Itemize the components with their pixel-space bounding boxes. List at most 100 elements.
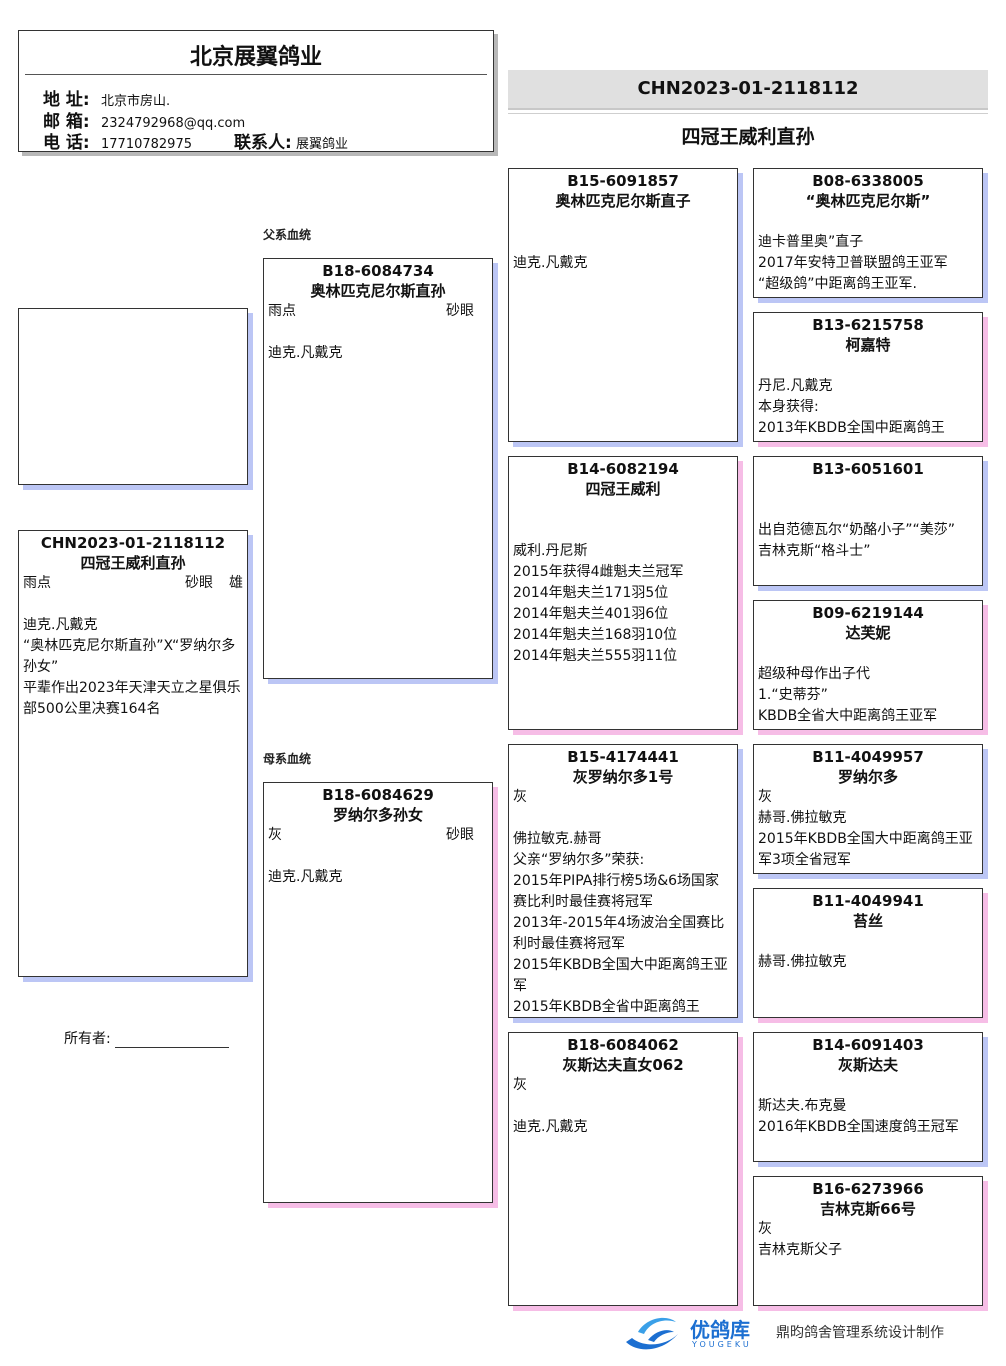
sire-note: 迪克.凡戴克 [268,345,343,361]
address-label: 地 址: [43,90,90,110]
sds-ring: B13-6051601 [812,460,924,478]
ds-note: 2013年-2015年4场波治全国赛比利时最佳赛将冠军 [513,915,725,952]
sd-note: 2014年魁夫兰555羽11位 [513,648,678,664]
subject-note: 平辈作出2023年天津天立之星俱乐部500公里决赛164名 [23,680,241,717]
sire-color: 雨点 [268,303,296,319]
sire-name: 奥林匹克尼尔斯直孙 [310,282,446,300]
sd-name: 四冠王威利 [585,480,661,498]
subject-card: CHN2023-01-2118112 四冠王威利直孙 雨点 砂眼 雄 迪克.凡戴… [18,530,248,977]
subject-sex: 雄 [229,575,243,591]
dam-color: 灰 [268,827,282,843]
address-value: 北京市房山. [101,94,171,109]
ds-note: 2015年PIPA排行榜5场&6场国家赛比利时最佳赛将冠军 [513,873,720,910]
brand-name-en: YOUGEKU [692,1340,752,1349]
company-header: 北京展翼鸽业 地 址:北京市房山. 邮 箱:2324792968@qq.com … [18,30,494,153]
ss-name: 奥林匹克尼尔斯直子 [555,192,691,210]
sss-note: 2017年安特卫普联盟鸽王亚军 [758,255,948,271]
sd-note: 威利.丹尼斯 [513,543,588,559]
dsd-name: 苔丝 [852,912,883,930]
banner-divider [508,113,988,114]
sds-note: 吉林克斯“格斗士” [758,543,871,559]
sdd-note: 1.“史蒂芬” [758,687,828,703]
dds-ring: B14-6091403 [812,1036,924,1054]
sds-note: 出自范德瓦尔“奶酪小子”“美莎” [758,522,956,538]
sd-ring: B14-6082194 [567,460,679,478]
dam-attrs: 灰 砂眼 [264,825,492,846]
owner-field: 所有者: [64,1028,229,1048]
sds-name [754,479,982,499]
sdd-note: 超级种母作出子代 [758,666,870,682]
dam-ring: B18-6084629 [322,786,434,804]
sire-card: B18-6084734 奥林匹克尼尔斯直孙 雨点 砂眼 迪克.凡戴克 [263,258,493,679]
sss-note: 迪卡普里奥”直子 [758,234,864,250]
dss-ring: B11-4049957 [812,748,924,766]
ddd-note: 吉林克斯父子 [758,1242,842,1258]
sire-ring: B18-6084734 [322,262,434,280]
ddd-ring: B16-6273966 [812,1180,924,1198]
subject-color: 雨点 [23,575,51,591]
footer: 优鸽库 YOUGEKU 鼎昀鸽舍管理系统设计制作 [620,1310,990,1358]
ds-note: 父亲“罗纳尔多”荣获: [513,852,645,868]
dd-ring: B18-6084062 [567,1036,679,1054]
ssd-note: 丹尼.凡戴克 [758,378,833,394]
ds-color: 灰 [513,789,527,805]
dsd-note: 赫哥.佛拉敏克 [758,954,847,970]
ssd-note: 2013年KBDB全国中距离鸽王 [758,420,945,436]
email-row: 邮 箱: 2324792968@qq.com [43,107,245,132]
owner-label: 所有者: [64,1031,111,1047]
sire-eye: 砂眼 [446,303,474,319]
ds-ring: B15-4174441 [567,748,679,766]
header-divider [25,74,487,75]
email-label: 邮 箱: [43,112,90,132]
sdd-note: KBDB全省大中距离鸽王亚军 [758,708,938,724]
dd-card: B18-6084062 灰斯达夫直女062 灰 迪克.凡戴克 [508,1032,738,1306]
contact-label: 联系人: [233,133,292,153]
pedigree-subtitle: 四冠王威利直孙 [681,126,815,148]
subject-note: “奥林匹克尼尔斯直孙”X“罗纳尔多孙女” [23,638,236,675]
dds-note: 2016年KBDB全国速度鸽王冠军 [758,1119,959,1135]
dss-note: 2015年KBDB全国大中距离鸽王亚军3项全省冠军 [758,831,973,868]
subject-notes: 迪克.凡戴克 “奥林匹克尼尔斯直孙”X“罗纳尔多孙女” 平辈作出2023年天津天… [19,615,247,720]
address-row: 地 址: 北京市房山. [43,85,170,110]
dam-card: B18-6084629 罗纳尔多孙女 灰 砂眼 迪克.凡戴克 [263,782,493,1203]
ds-name: 灰罗纳尔多1号 [572,768,674,786]
dam-name: 罗纳尔多孙女 [332,806,423,824]
ds-note: 2015年KBDB全省中距离鸽王 [513,999,700,1015]
dds-note: 斯达夫.布克曼 [758,1098,847,1114]
sd-note: 2015年获得4雌魁夫兰冠军 [513,564,684,580]
phone-value: 17710782975 [101,137,192,152]
ss-card: B15-6091857 奥林匹克尼尔斯直子 迪克.凡戴克 [508,168,738,442]
ddd-name: 吉林克斯66号 [820,1200,916,1218]
sd-note: 2014年魁夫兰401羽6位 [513,606,669,622]
subject-attrs: 雨点 砂眼 雄 [19,573,247,594]
sd-note: 2014年魁夫兰171羽5位 [513,585,669,601]
sire-attrs: 雨点 砂眼 [264,301,492,322]
sss-name: “奥林匹克尼尔斯” [805,192,931,210]
sdd-ring: B09-6219144 [812,604,924,622]
sss-card: B08-6338005 “奥林匹克尼尔斯” 迪卡普里奥”直子 2017年安特卫普… [753,168,983,298]
dd-color: 灰 [513,1077,527,1093]
ss-ring: B15-6091857 [567,172,679,190]
dd-name: 灰斯达夫直女062 [562,1056,684,1074]
email-value: 2324792968@qq.com [101,116,246,131]
dam-line-label: 母系血统 [263,752,312,766]
sd-card: B14-6082194 四冠王威利 威利.丹尼斯 2015年获得4雌魁夫兰冠军 … [508,456,738,730]
dds-card: B14-6091403 灰斯达夫 斯达夫.布克曼 2016年KBDB全国速度鸽王… [753,1032,983,1162]
subject-eye: 砂眼 [185,575,213,591]
subject-note: 迪克.凡戴克 [23,617,98,633]
dds-name: 灰斯达夫 [837,1056,898,1074]
contact-value: 展翼鸽业 [295,137,348,152]
sd-note: 2014年魁夫兰168羽10位 [513,627,678,643]
ring-banner: CHN2023-01-2118112 [508,70,988,110]
sds-card: B13-6051601 出自范德瓦尔“奶酪小子”“美莎” 吉林克斯“格斗士” [753,456,983,586]
ds-note: 佛拉敏克.赫哥 [513,831,602,847]
dss-note: 赫哥.佛拉敏克 [758,810,847,826]
sire-line-label: 父系血统 [263,228,312,242]
sdd-card: B09-6219144 达芙妮 超级种母作出子代 1.“史蒂芬” KBDB全省大… [753,600,983,730]
brand-logo-icon [626,1317,678,1350]
dss-card: B11-4049957 罗纳尔多 灰 赫哥.佛拉敏克 2015年KBDB全国大中… [753,744,983,874]
subject-name: 四冠王威利直孙 [80,554,186,572]
photo-frame [18,308,248,485]
dsd-ring: B11-4049941 [812,892,924,910]
